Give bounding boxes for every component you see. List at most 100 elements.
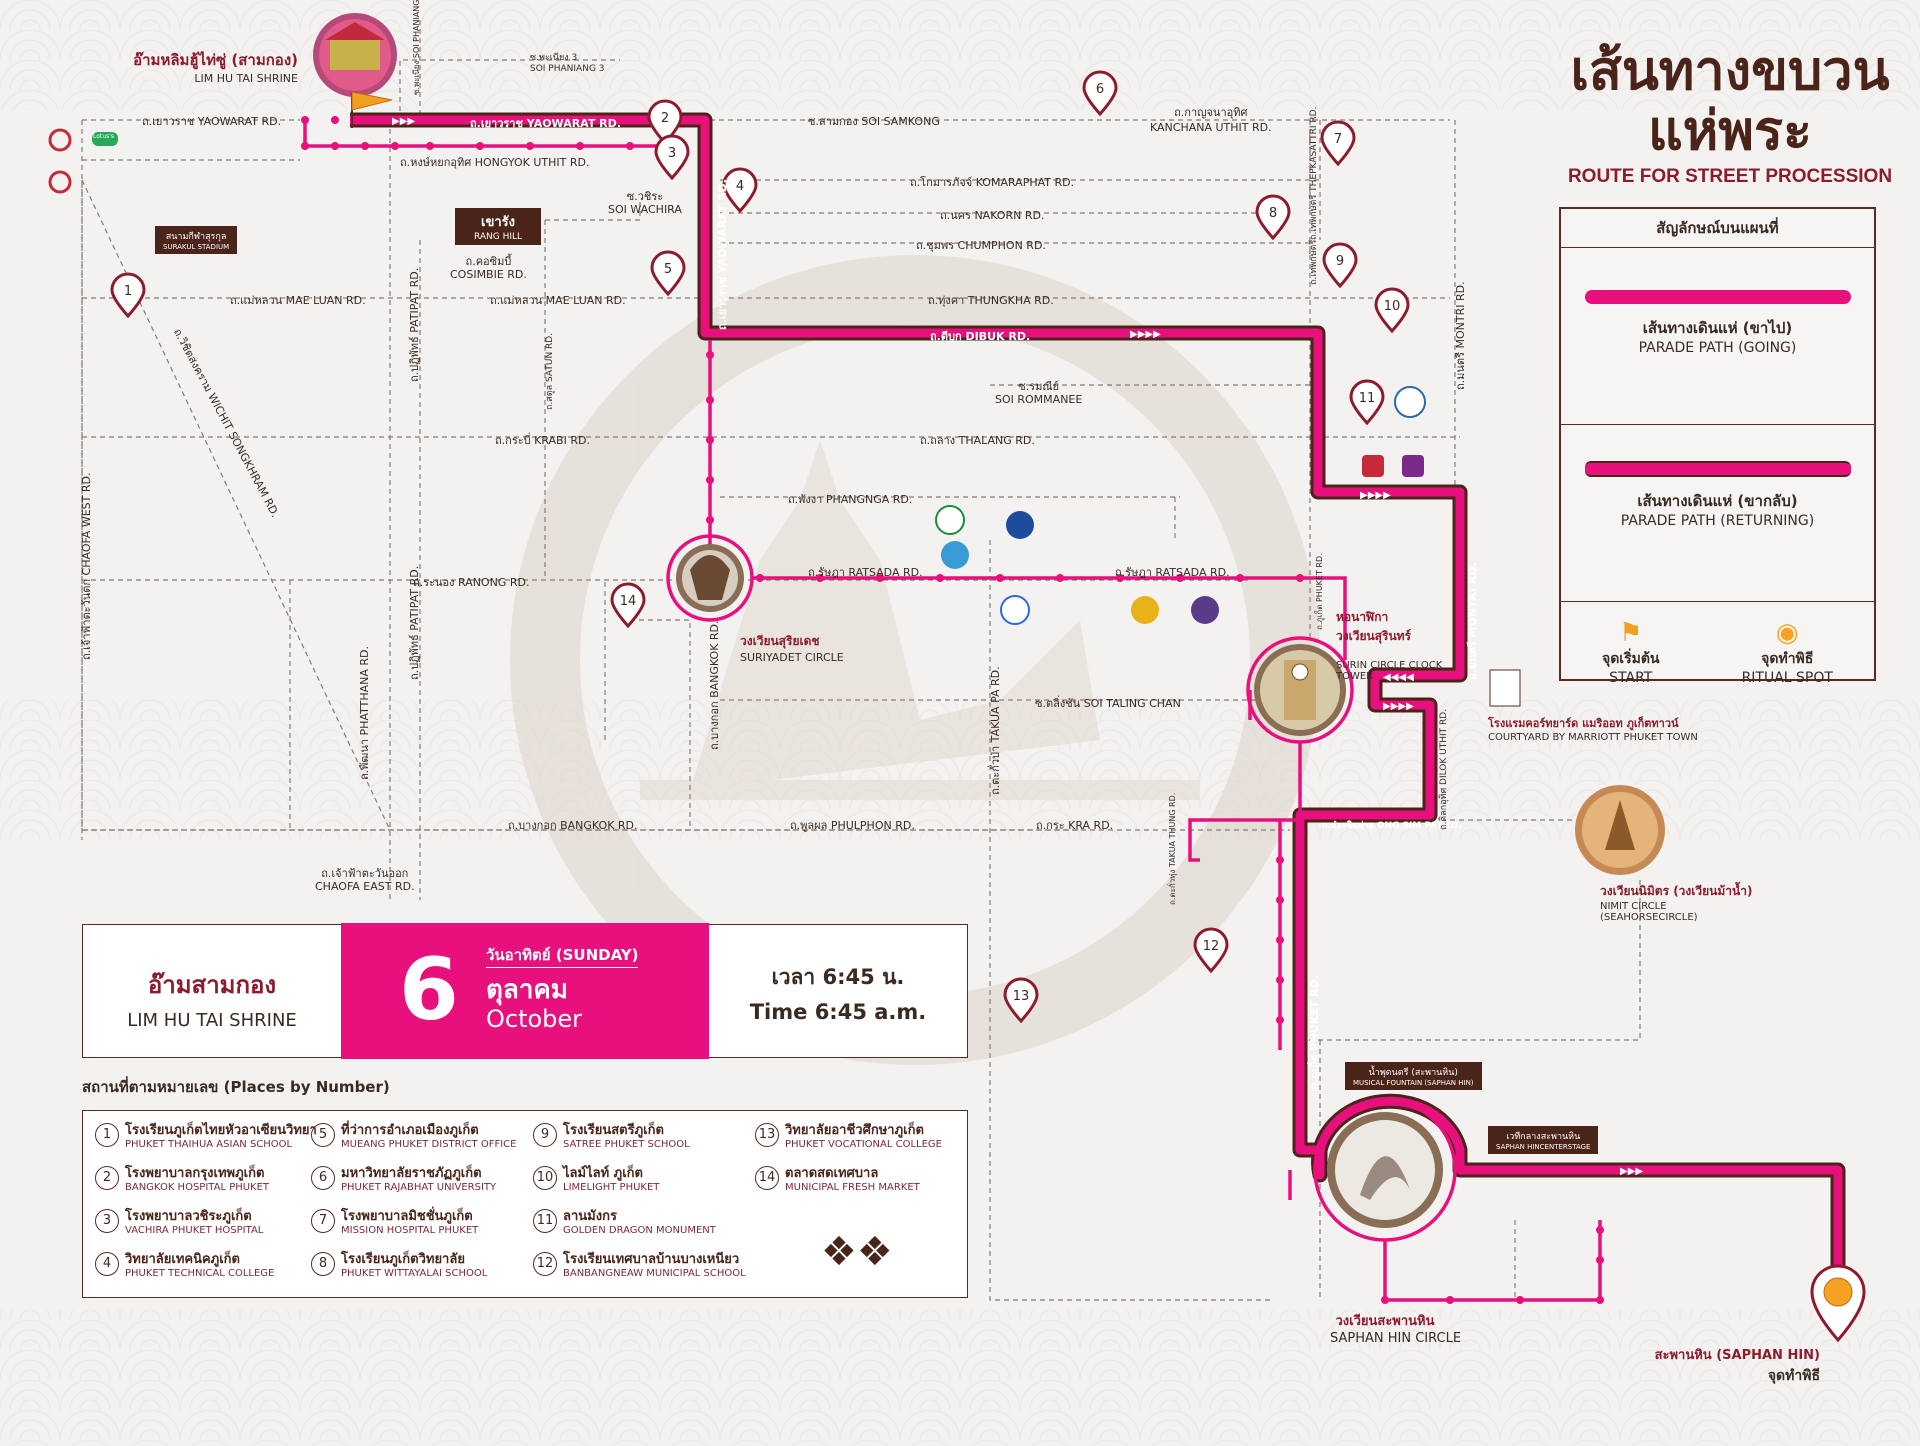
place-name-th: วิทยาลัยเทคนิคภูเก็ต [125, 1252, 240, 1267]
map-pin-number: 11 [1359, 391, 1376, 406]
place-name-th: โรงพยาบาลกรุงเทพภูเก็ต [125, 1166, 265, 1181]
road-dibuk: ถ.ดีบุก DIBUK RD. [930, 330, 1031, 343]
road-phulphon: ถ.พูลผล PHULPHON RD. [790, 819, 915, 832]
road-takuapa-vertical: ถ.ตะกั่วป่า TAKUA PA RD. [989, 666, 1002, 795]
road-bangkok: ถ.บางกอก BANGKOK RD. [508, 819, 638, 832]
going-swatch [1584, 290, 1851, 304]
road-wachira-en: SOI WACHIRA [608, 203, 682, 216]
road-samkong: ซ.สามกอง SOI SAMKONG [808, 115, 940, 128]
road-patipat-vertical-2: ถ.ปฏิพัทธ์ PATIPAT RD. [408, 565, 421, 680]
place-name-th: มหาวิทยาลัยราชภัฏภูเก็ต [341, 1166, 482, 1181]
svg-text:▶▶▶▶: ▶▶▶▶ [1383, 701, 1414, 712]
svg-text:▶▶▶: ▶▶▶ [392, 116, 415, 127]
event-weekday: วันอาทิตย์ (SUNDAY) [486, 943, 639, 968]
place-number: 10 [533, 1166, 557, 1190]
road-takuathung-vertical: ถ.ตะกั่วทุ่ง TAKUA THUNG RD. [1168, 792, 1177, 905]
place-number: 5 [311, 1123, 335, 1147]
road-maeluan-1: ถ.แม่หลวน MAE LUAN RD. [230, 294, 366, 307]
place-name-en: BANGKOK HOSPITAL PHUKET [125, 1182, 270, 1193]
map-pin-14: 14 [610, 582, 646, 629]
event-info-box: อ๊ามสามกอง LIM HU TAI SHRINE 6 วันอาทิตย… [82, 923, 968, 1059]
road-chaofa-west-vertical: ถ.เจ้าฟ้าตะวันตก CHAOFA WEST RD. [80, 472, 93, 660]
svg-text:◀◀◀◀: ◀◀◀◀ [1383, 672, 1414, 683]
stage-label: เวทีกลางสะพานหิน SAPHAN HINCENTERSTAGE [1488, 1126, 1599, 1154]
svg-text:▶▶▶▶: ▶▶▶▶ [1360, 490, 1391, 501]
map-pin-13: 13 [1003, 977, 1039, 1024]
svg-text:▶▶▶: ▶▶▶ [1620, 1166, 1643, 1177]
shrine-label: อ๊ามหลิมฮู้ไท่ซู่ (สามกอง) LIM HU TAI SH… [92, 48, 298, 85]
road-dilok-vertical: ถ.ดิลกอุทิศ DILOK UTHIT RD. [1439, 708, 1449, 830]
place-number: 14 [755, 1166, 779, 1190]
event-shrine: อ๊ามสามกอง LIM HU TAI SHRINE [83, 925, 341, 1057]
place-number: 4 [95, 1252, 119, 1276]
map-pin-number: 12 [1203, 939, 1220, 954]
road-yaowarat-left: ถ.เยาวราช YAOWARAT RD. [142, 115, 282, 128]
map-pin-number: 14 [620, 594, 637, 609]
map-pin-12: 12 [1193, 927, 1229, 974]
ritual-spot-icon [1810, 1264, 1866, 1343]
map-pin-1: 1 [110, 272, 146, 319]
fountain-th: น้ำพุดนตรี (สะพานหิน) [1368, 1068, 1458, 1078]
rang-hill-th: เขารัง [481, 215, 515, 230]
place-number: 1 [95, 1123, 119, 1147]
road-yaowarat-top: ถ.เยาวราช YAOWARAT RD. [470, 117, 621, 130]
place-name-en: PHUKET THAIHUA ASIAN SCHOOL [125, 1139, 293, 1150]
road-ratsada-1: ถ.รัษฎา RATSADA RD. [808, 566, 923, 579]
rang-hill-en: RANG HILL [473, 232, 523, 242]
map-pin-number: 5 [664, 262, 672, 277]
road-phangnga: ถ.พังงา PHANGNGA RD. [788, 493, 913, 506]
road-thungkha: ถ.ทุ่งคา THUNGKHA RD. [928, 294, 1054, 307]
place-name-th: โรงเรียนภูเก็ตไทยหัวอาเซียนวิทยา [125, 1123, 317, 1138]
event-time: เวลา 6:45 น. Time 6:45 a.m. [709, 925, 967, 1057]
ritual-sub: จุดทำพิธี [1767, 1368, 1820, 1384]
road-komaraphat: ถ.โกมารภัจจ์ KOMARAPHAT RD. [910, 176, 1075, 189]
road-phatthana-vertical: ถ.พัฒนา PHATTHANA RD. [358, 645, 371, 780]
road-thalang: ถ.ถลาง THALANG RD. [920, 434, 1035, 447]
legend-start-en: START [1609, 670, 1653, 686]
shrine-label-en: LIM HU TAI SHRINE [194, 72, 298, 85]
road-thepkasattri-vertical: ถ.เทพกษัตรี THEPKASATTRI RD. [1309, 106, 1319, 240]
place-name-th: โรงพยาบาลมิชชั่นภูเก็ต [341, 1209, 473, 1224]
road-ranong: ถ.ระนอง RANONG RD. [413, 576, 530, 589]
road-thepkasattri-vertical-2: ถ.เทพกษัตรี [1309, 239, 1319, 285]
rang-hill-label: เขารัง RANG HILL [455, 208, 541, 245]
place-name-en: BANBANGNEAW MUNICIPAL SCHOOL [563, 1268, 746, 1279]
saphan-hin-circle-image [1327, 1112, 1443, 1228]
map-pin-number: 7 [1334, 132, 1342, 147]
map-pin-6: 6 [1082, 70, 1118, 117]
road-maeluan-2: ถ.แม่หลวน MAE LUAN RD. [490, 294, 626, 307]
legend-start-th: จุดเริ่มต้น [1602, 651, 1660, 667]
returning-swatch [1584, 461, 1851, 477]
place-name-en: VACHIRA PHUKET HOSPITAL [125, 1225, 264, 1236]
legend-header: สัญลักษณ์บนแผนที่ [1561, 209, 1874, 248]
road-soi-phaniang-vertical: ซ.พะเนียง SOI PHANIANG [412, 0, 421, 95]
road-krabi: ถ.กระบี่ KRABI RD. [495, 434, 590, 447]
map-pin-11: 11 [1349, 379, 1385, 426]
places-title: สถานที่ตามหมายเลข (Places by Number) [82, 1078, 390, 1096]
stage-en: SAPHAN HINCENTERSTAGE [1496, 1143, 1591, 1151]
stadium-th: สนามกีฬาสุรกุล [165, 232, 227, 242]
road-phaniang3: ซ.พะเนียง 3 SOI PHANIANG 3 [530, 53, 605, 75]
road-satun-vertical: ถ.สตูล SATUN RD. [545, 332, 555, 410]
road-talingchan: ซ.ตลิ่งชัน SOI TALING CHAN [1035, 697, 1181, 710]
place-name-th: ลานมังกร [563, 1209, 617, 1224]
road-chaofa-east-th: ถ.เจ้าฟ้าตะวันออก [321, 867, 409, 880]
place-name-en: PHUKET VOCATIONAL COLLEGE [785, 1139, 942, 1150]
place-number: 7 [311, 1209, 335, 1233]
map-title-thai: เส้นทางขบวนแห่พระ [1570, 38, 1890, 162]
map-pin-5: 5 [650, 250, 686, 297]
map-pin-9: 9 [1322, 242, 1358, 289]
surin-clock-tower-image [1254, 644, 1346, 736]
road-chumphon: ถ.ชุมพร CHUMPHON RD. [916, 239, 1046, 252]
legend-going: เส้นทางเดินแห่ (ขาไป) PARADE PATH (GOING… [1561, 290, 1874, 425]
map-pin-number: 8 [1269, 206, 1277, 221]
return-dots [301, 116, 1604, 1304]
road-cosimbie-th: ถ.คอซิมบี้ [465, 255, 512, 268]
place-name-en: LIMELIGHT PHUKET [563, 1182, 660, 1193]
map-pin-number: 2 [661, 111, 669, 126]
